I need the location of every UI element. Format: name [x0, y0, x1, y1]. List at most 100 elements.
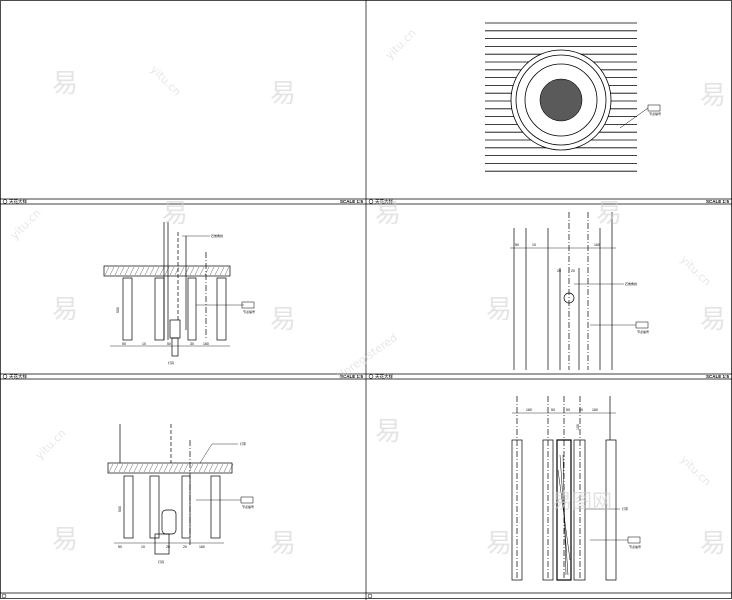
svg-text:20: 20	[183, 545, 187, 549]
drawing-line	[158, 463, 164, 473]
watermark-layer: 易 易 易 易 易 易 易 易 易 易 易 易 易 易 易 yitu.cn yi…	[8, 26, 726, 559]
svg-text:yitu.cn: yitu.cn	[678, 453, 714, 489]
svg-text:10: 10	[142, 342, 146, 346]
drawing-line	[134, 266, 140, 276]
svg-text:160: 160	[203, 342, 209, 346]
svg-text:天花大样: 天花大样	[375, 198, 393, 205]
svg-text:易: 易	[270, 529, 296, 559]
svg-text:yitu.cn: yitu.cn	[383, 26, 419, 62]
drawing-line	[213, 463, 219, 473]
svg-text:160: 160	[592, 408, 598, 412]
svg-text:易: 易	[486, 529, 512, 559]
drawing-line	[183, 463, 189, 473]
svg-text:160: 160	[199, 545, 205, 549]
svg-text:灯具: 灯具	[168, 360, 174, 365]
svg-text:20: 20	[571, 269, 575, 273]
drawing-line	[139, 266, 145, 276]
svg-text:SCALE 1:5: SCALE 1:5	[706, 374, 730, 379]
svg-text:易: 易	[270, 305, 296, 335]
section-detail-a	[103, 222, 255, 357]
svg-text:yitu.cn: yitu.cn	[8, 206, 44, 242]
drawing-line	[154, 266, 160, 276]
drawing-line	[218, 463, 224, 473]
svg-text:节点编号: 节点编号	[637, 329, 649, 334]
section-detail-c-labels: 灯带 节点编号 500 50 10 20 20 160 灯具	[118, 441, 254, 564]
drawing-line	[198, 463, 204, 473]
section-detail-b-labels: 50 10 20 20 160 石膏角线 节点编号	[515, 243, 649, 334]
inner-ring	[524, 63, 598, 137]
svg-text:易: 易	[375, 199, 401, 229]
svg-text:易: 易	[486, 295, 512, 325]
svg-text:50: 50	[118, 545, 122, 549]
svg-text:天花大样: 天花大样	[9, 373, 27, 380]
drawing-line	[143, 463, 149, 473]
drawing-line	[168, 463, 174, 473]
drawing-line	[224, 266, 230, 276]
svg-text:500: 500	[118, 506, 122, 512]
svg-text:易图网: 易图网	[552, 489, 612, 513]
drawing-line	[129, 266, 135, 276]
svg-text:易: 易	[52, 295, 78, 325]
drawing-line	[209, 266, 215, 276]
drawing-line	[214, 266, 220, 276]
svg-text:灯带: 灯带	[622, 506, 628, 511]
drawing-line	[144, 266, 150, 276]
svg-text:易: 易	[596, 199, 622, 229]
drawing-line	[223, 463, 229, 473]
section-detail-d	[511, 396, 641, 581]
svg-text:易: 易	[700, 305, 726, 335]
middle-ring	[515, 54, 607, 146]
section-detail-c	[107, 424, 254, 555]
svg-text:节点编号: 节点编号	[649, 111, 661, 116]
title-bar-p2: 天花大样 SCALE 1:5	[2, 198, 364, 205]
svg-text:节点编号: 节点编号	[243, 309, 255, 314]
drawing-line	[184, 266, 190, 276]
drawing-line	[114, 266, 120, 276]
svg-text:易: 易	[700, 81, 726, 111]
drawing-line	[219, 266, 225, 276]
svg-text:20: 20	[166, 545, 170, 549]
svg-text:天花大样: 天花大样	[375, 373, 393, 380]
title-bar-bottom	[1, 593, 373, 599]
svg-text:100: 100	[576, 424, 580, 430]
drawing-line	[164, 266, 170, 276]
svg-text:节点编号: 节点编号	[242, 504, 254, 509]
svg-text:天花大样: 天花大样	[9, 198, 27, 205]
drawing-line	[173, 463, 179, 473]
svg-text:160: 160	[526, 408, 532, 412]
drawing-line	[133, 463, 139, 473]
section-detail-d-labels: 160 50 50 50 160 100 灯带 节点编号	[526, 408, 641, 549]
drawing-line	[189, 266, 195, 276]
drawing-line	[199, 266, 205, 276]
svg-text:50: 50	[515, 243, 519, 247]
svg-text:SCALE 1:5: SCALE 1:5	[340, 374, 364, 379]
ceiling-plan-detail: 节点编号	[485, 22, 661, 172]
drawing-line	[228, 463, 234, 473]
svg-text:SCALE 1:5: SCALE 1:5	[706, 199, 730, 204]
svg-text:50: 50	[551, 408, 555, 412]
section-detail-b	[510, 212, 649, 370]
drawing-line	[128, 463, 134, 473]
drawing-line	[113, 463, 119, 473]
drawing-line	[148, 463, 154, 473]
drawing-line	[124, 266, 130, 276]
svg-text:yitu.cn: yitu.cn	[148, 63, 184, 99]
drawing-line	[169, 266, 175, 276]
svg-text:易: 易	[375, 417, 401, 447]
title-bar-p5: 天花大样 SCALE 1:5	[368, 373, 730, 380]
svg-text:yitu.cn: yitu.cn	[33, 426, 69, 462]
svg-text:yitu.cn: yitu.cn	[678, 253, 714, 289]
svg-text:50: 50	[167, 342, 171, 346]
drawing-line	[208, 463, 214, 473]
drawing-line	[108, 463, 114, 473]
svg-text:易: 易	[700, 529, 726, 559]
svg-text:石膏角线: 石膏角线	[625, 281, 637, 286]
svg-text:灯带: 灯带	[240, 441, 246, 446]
svg-text:20: 20	[557, 269, 561, 273]
drawing-line	[204, 266, 210, 276]
svg-text:500: 500	[116, 307, 120, 313]
drawing-line	[203, 463, 209, 473]
drawing-line	[104, 266, 110, 276]
drawing-line	[194, 266, 200, 276]
